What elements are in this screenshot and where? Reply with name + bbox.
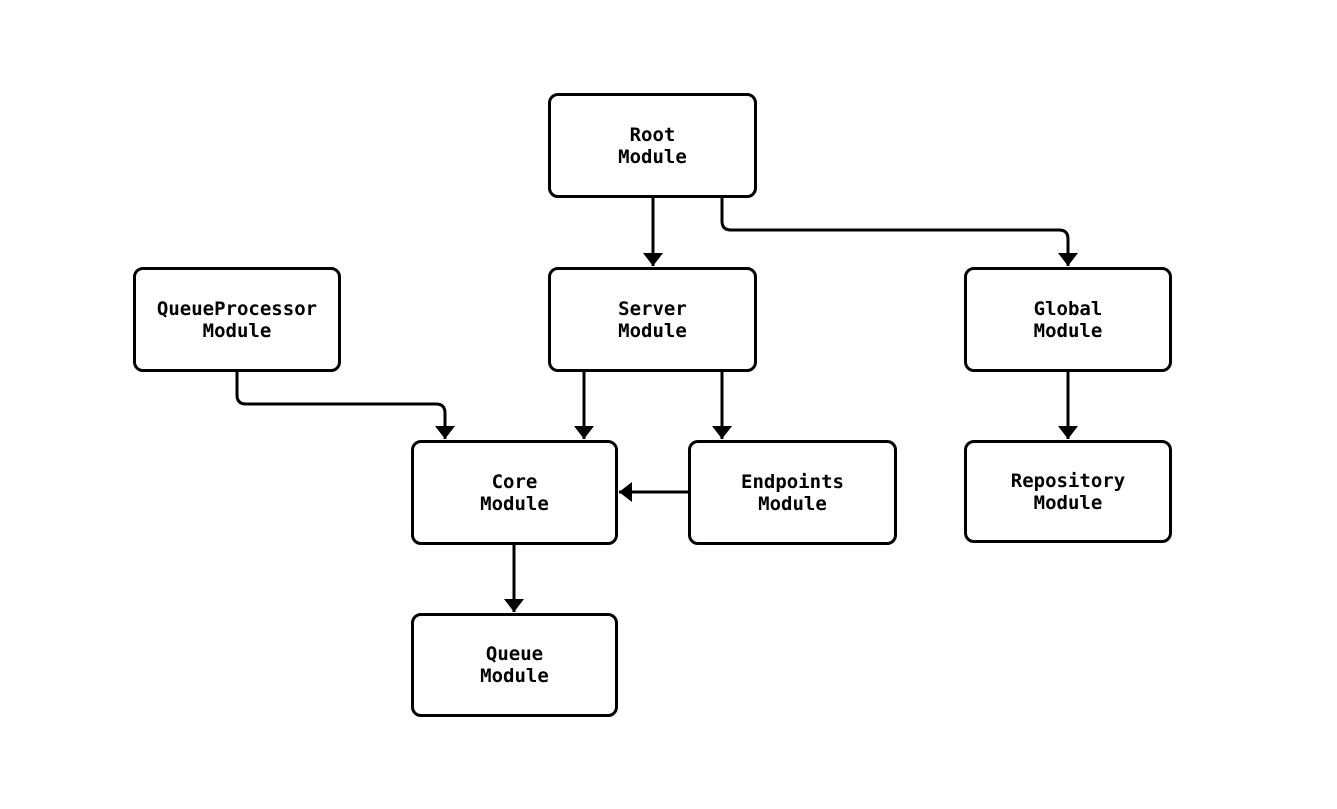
- node-server: Server Module: [548, 267, 757, 372]
- node-repository: Repository Module: [964, 440, 1172, 543]
- node-core-label: Core Module: [480, 470, 549, 515]
- node-queue-label: Queue Module: [480, 643, 549, 687]
- node-queue: Queue Module: [411, 613, 618, 717]
- node-global-label: Global Module: [1033, 297, 1103, 342]
- node-server-label: Server Module: [618, 297, 687, 342]
- node-global: Global Module: [964, 267, 1172, 372]
- edge-queueprocessor-to-core: [235, 372, 455, 439]
- edges-group: [235, 198, 1078, 612]
- edge-root-to-global: [720, 198, 1078, 266]
- node-endpoints-label: Endpoints Module: [741, 470, 844, 515]
- node-queueprocessor-label: QueueProcessor Module: [156, 297, 318, 342]
- node-queueprocessor: QueueProcessor Module: [133, 267, 341, 372]
- node-root: Root Module: [548, 93, 757, 198]
- node-root-label: Root Module: [618, 123, 687, 168]
- node-endpoints: Endpoints Module: [688, 440, 897, 545]
- node-repository-label: Repository Module: [1010, 469, 1126, 514]
- node-core: Core Module: [411, 440, 618, 545]
